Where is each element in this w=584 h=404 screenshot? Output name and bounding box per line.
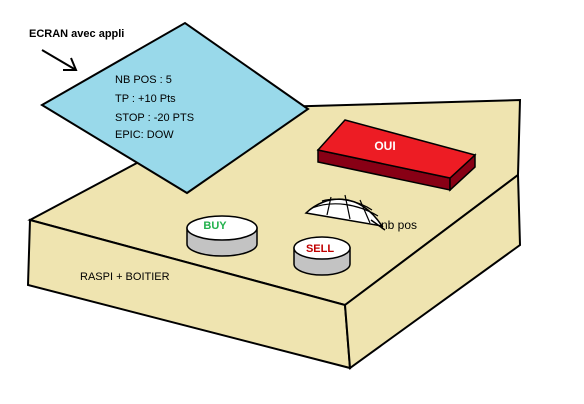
oui-button-top bbox=[316, 119, 477, 179]
nb-pos-pointer bbox=[370, 219, 386, 231]
screen-line-stop: STOP : -20 PTS bbox=[115, 112, 194, 124]
screen-shape bbox=[40, 21, 310, 195]
box-caption: RASPI + BOITIER bbox=[80, 271, 170, 283]
nb-pos-knob[interactable] bbox=[304, 194, 386, 231]
screen-line-tp: TP : +10 Pts bbox=[115, 93, 176, 105]
screen-line-nb-pos: NB POS : 5 bbox=[115, 74, 172, 86]
oui-button[interactable]: OUI bbox=[316, 119, 477, 192]
sell-button-top bbox=[293, 236, 351, 260]
screen-panel: NB POS : 5 TP : +10 Pts STOP : -20 PTS E… bbox=[40, 21, 310, 195]
screen-line-epic: EPIC: DOW bbox=[115, 129, 174, 141]
box-side-face bbox=[343, 173, 522, 370]
buy-button[interactable]: BUY bbox=[186, 215, 258, 257]
oui-button-label: OUI bbox=[374, 139, 395, 153]
screen-caption: ECRAN avec appli bbox=[29, 28, 124, 40]
nb-pos-caption: nb pos bbox=[381, 218, 417, 232]
buy-button-top bbox=[186, 215, 258, 241]
sell-button-label: SELL bbox=[306, 243, 334, 255]
sell-button[interactable]: SELL bbox=[293, 236, 351, 276]
caption-arrow-icon bbox=[41, 49, 78, 71]
buy-button-label: BUY bbox=[203, 220, 227, 232]
nb-pos-knob-grid bbox=[311, 194, 379, 224]
